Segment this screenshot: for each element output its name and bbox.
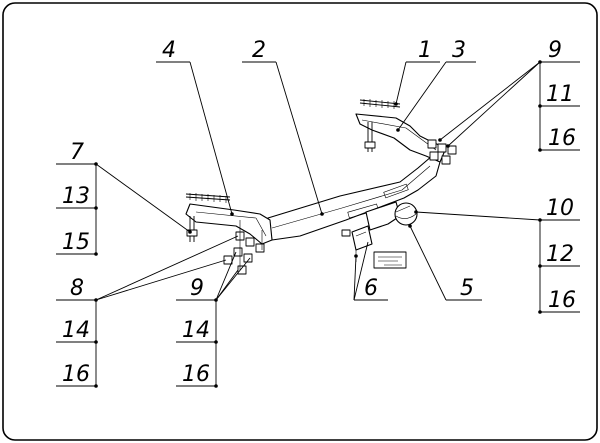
callout-16-mid: 16	[182, 362, 210, 387]
callout-7: 7	[70, 140, 84, 165]
ball-mount-plate	[365, 201, 401, 231]
leader-dots	[94, 60, 542, 388]
callout-14-left: 14	[62, 318, 90, 343]
callout-9-bottom: 9	[190, 276, 204, 301]
callout-2: 2	[252, 38, 266, 63]
callout-6: 6	[364, 276, 378, 301]
callout-4: 4	[162, 38, 176, 63]
tow-bar-drawing	[185, 99, 457, 275]
callout-9-top: 9	[548, 38, 562, 63]
leader-lines	[56, 61, 580, 387]
callout-11: 11	[546, 82, 574, 107]
callout-16-right: 16	[548, 288, 576, 313]
callout-labels: 1 3 2 4 9 11 16 10 12 16 5 6 7 13 15 8 1…	[62, 38, 576, 387]
callout-12: 12	[546, 242, 574, 267]
tow-ball	[394, 202, 418, 226]
callout-15: 15	[62, 230, 90, 255]
socket-plate	[351, 225, 373, 251]
callout-13: 13	[62, 184, 90, 209]
callout-3: 3	[452, 38, 466, 63]
right-nut-set	[427, 139, 457, 165]
callout-1: 1	[418, 38, 432, 63]
main-beam	[267, 155, 441, 241]
callout-14-right: 14	[182, 318, 210, 343]
callout-5: 5	[460, 276, 474, 301]
label-tag	[373, 251, 407, 269]
callout-16-topright: 16	[548, 126, 576, 151]
callout-8: 8	[70, 276, 84, 301]
right-bolt-bar	[359, 99, 401, 105]
callout-16-left: 16	[62, 362, 90, 387]
callout-10: 10	[546, 196, 574, 221]
